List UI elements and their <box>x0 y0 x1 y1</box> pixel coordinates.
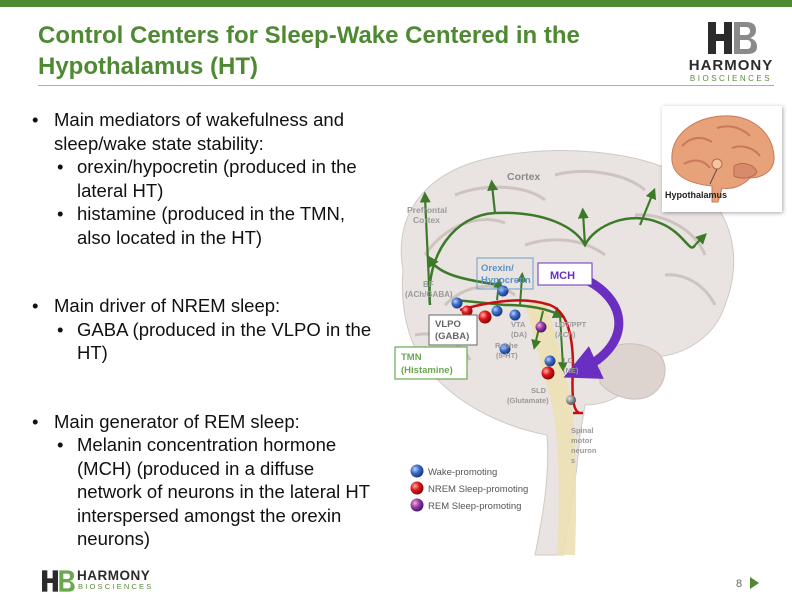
label-prefrontal-2: Cortex <box>413 215 440 225</box>
tmn-neuron <box>491 305 503 317</box>
label-orexin-1: Orexin/ <box>481 263 514 274</box>
label-ldt-1: LDT/PPT <box>555 320 587 329</box>
label-spinal-3: neuron <box>571 446 597 455</box>
label-bf-1: BF <box>423 280 434 289</box>
vlpo-box <box>428 314 478 346</box>
footer-subtitle: BIOSCIENCES <box>78 582 154 591</box>
hb-logo-mark-icon <box>708 22 757 54</box>
label-spinal-2: motor <box>571 436 592 445</box>
label-lc-2: (NE) <box>563 366 579 375</box>
logo-subtitle: BIOSCIENCES <box>689 74 773 83</box>
tmn-box <box>394 346 468 380</box>
label-mch: MCH <box>550 270 575 282</box>
hypothalamus-inset: Hypothalamus <box>662 106 782 212</box>
legend-nrem-label: NREM Sleep-promoting <box>428 484 528 495</box>
label-tmn-1: TMN <box>401 352 422 363</box>
sub-bullet-gaba: GABA (produced in the VLPO in the HT) <box>32 318 377 365</box>
footer-logo: HARMONY BIOSCIENCES <box>40 568 160 594</box>
sub-bullet-orexin: orexin/hypocretin (produced in the later… <box>32 155 377 202</box>
label-tmn-2: (Histamine) <box>401 365 453 376</box>
footer-wordmark: HARMONY <box>77 568 151 583</box>
vlpo-neuron <box>478 310 492 324</box>
label-orexin-2: Hypocretin <box>481 275 531 286</box>
footer-hb-mark-icon <box>42 570 75 592</box>
orexin-box <box>476 257 534 290</box>
bullet-nrem: Main driver of NREM sleep: <box>32 294 377 318</box>
slide-title: Control Centers for Sleep-Wake Centered … <box>38 22 580 80</box>
label-sld-1: SLD <box>531 386 547 395</box>
brain-sleep-wake-diagram: Cortex Prefrontal Cortex BF (ACh/GABA) O… <box>394 150 735 556</box>
sld-red-neuron <box>541 366 555 380</box>
label-ldt-2: (ACh) <box>555 330 576 339</box>
label-vlpo-2: (GABA) <box>435 331 469 342</box>
legend-nrem-swatch <box>410 481 424 495</box>
label-raphe-2: (5-HT) <box>496 351 518 360</box>
label-bf-2: (ACh/GABA) <box>405 290 453 299</box>
legend-rem-label: REM Sleep-promoting <box>428 501 521 512</box>
page-number: 8 <box>736 578 743 590</box>
legend-wake-swatch <box>410 464 424 478</box>
title-divider <box>38 85 774 86</box>
sld-neuron <box>566 395 576 405</box>
ldt-neuron <box>535 321 547 333</box>
harmony-logo: HARMONY BIOSCIENCES <box>676 20 786 83</box>
lc-neuron <box>544 355 556 367</box>
legend-wake-label: Wake-promoting <box>428 467 497 478</box>
label-vlpo-1: VLPO <box>435 319 461 330</box>
mch-box <box>537 262 593 286</box>
next-slide-arrow-icon[interactable] <box>750 577 759 589</box>
raphe-neuron <box>499 343 511 355</box>
orexin-neuron <box>497 285 509 297</box>
legend-rem-swatch <box>410 498 424 512</box>
label-raphe-1: Raphe <box>495 341 518 350</box>
label-spinal-1: Spinal <box>571 426 594 435</box>
sub-bullet-histamine: histamine (produced in the TMN, also loc… <box>32 202 377 249</box>
label-spinal-4: s <box>571 456 575 465</box>
bullet-wake: Main mediators of wakefulness and sleep/… <box>32 108 377 155</box>
top-accent-bar <box>0 0 792 7</box>
vta-neuron <box>509 309 521 321</box>
label-vta-2: (DA) <box>511 330 527 339</box>
label-prefrontal-1: Prefrontal <box>407 205 447 215</box>
label-vta-1: VTA <box>511 320 526 329</box>
bullet-list: Main mediators of wakefulness and sleep/… <box>32 108 377 551</box>
label-sld-2: (Glutamate) <box>507 396 549 405</box>
logo-wordmark: HARMONY <box>688 57 774 74</box>
sub-bullet-mch: Melanin concentration hormone (MCH) (pro… <box>32 433 377 551</box>
bf-neuron-blue <box>451 297 463 309</box>
bf-neuron-red <box>461 305 473 317</box>
label-cortex: Cortex <box>507 171 540 183</box>
inset-hypothalamus-label: Hypothalamus <box>665 190 727 200</box>
bullet-rem: Main generator of REM sleep: <box>32 410 377 434</box>
label-lc-1: LC <box>563 356 574 365</box>
inset-brain-image: Hypothalamus <box>665 115 775 203</box>
